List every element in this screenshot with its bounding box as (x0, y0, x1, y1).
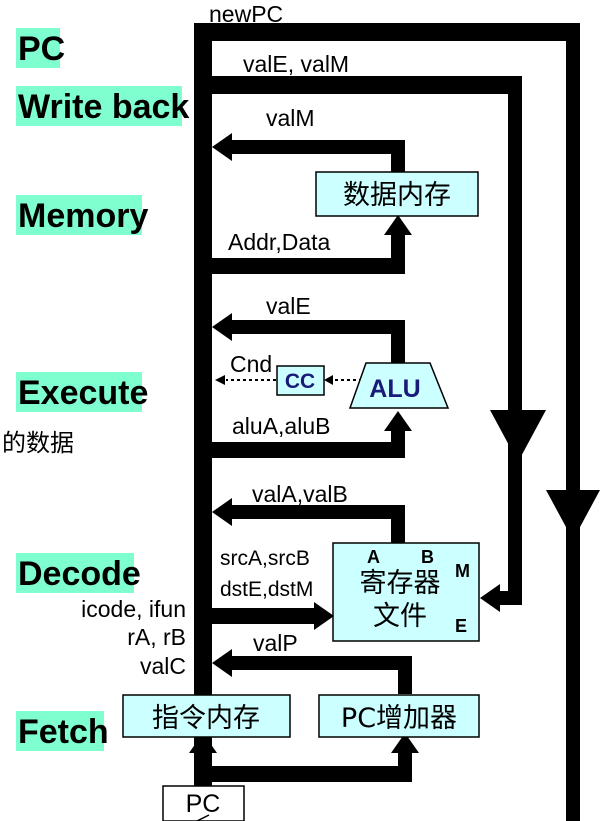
src-dst-wire (194, 608, 318, 624)
stage-label-fetch: Fetch (18, 713, 109, 751)
pc-incrementer-box (318, 694, 480, 738)
stage-label-pc: PC (18, 30, 65, 68)
data-memory-box (315, 171, 479, 217)
wire-label-vale-valm: valE, valM (243, 51, 349, 77)
cc-label: CC (285, 370, 315, 393)
pc-register-box (162, 785, 245, 821)
alu-block (348, 362, 450, 409)
alu-to-cc-arrowhead (324, 375, 333, 385)
pc-register-tick (196, 814, 210, 821)
register-port-b: B (421, 547, 434, 567)
wires (194, 23, 580, 821)
addr-data-wire-vertical (391, 230, 405, 274)
stage-label-bg-decode (16, 553, 134, 593)
valA-valB-wire-horizontal (228, 505, 405, 519)
instruction-memory-box (122, 694, 291, 738)
alu-input-wire-horizontal (194, 442, 405, 458)
stage-label-decode: Decode (18, 555, 141, 593)
newpc-top-wire (194, 23, 580, 41)
pc-incrementer-label: PC增加器 (341, 703, 457, 734)
valM-wire-horizontal (228, 140, 405, 154)
alu-label: ALU (369, 375, 420, 403)
arrowheads (189, 133, 600, 753)
register-file-label-line1: 寄存器 (360, 568, 441, 599)
valE-valM-down-triangle (490, 410, 546, 462)
valE-wire-horizontal (228, 320, 405, 334)
stage-label-bg-memory (16, 195, 142, 235)
register-port-m: M (455, 561, 470, 581)
valE-arrowhead (212, 313, 232, 341)
main-bus (194, 23, 212, 788)
wire-label-srca-srcb: srcA,srcB (220, 547, 310, 570)
wire-label-addr-data: Addr,Data (228, 229, 330, 255)
stage-label-write-back: Write back (18, 88, 189, 126)
stage-label-bg-fetch (16, 711, 104, 751)
pc-incrementer-arrowhead (391, 733, 419, 753)
wire-label-valp: valP (253, 630, 298, 656)
src-dst-arrowhead (314, 602, 334, 630)
addr-data-arrowhead (384, 215, 412, 235)
valE-valM-to-regfile-wire (498, 591, 522, 605)
wire-label-newpc: newPC (209, 1, 283, 27)
wire-label-dste-dstm: dstE,dstM (220, 578, 313, 601)
stage-label-memory: Memory (18, 197, 148, 235)
instruction-memory-arrowhead (189, 733, 217, 753)
pc-bottom-wire (194, 766, 412, 782)
valE-valM-right-wire (508, 76, 522, 605)
instruction-memory-label: 指令内存 (152, 703, 260, 734)
wire-label-icode-ifun: icode, ifun (81, 596, 186, 622)
alu-input-arrowhead (384, 411, 412, 431)
pc-to-incrementer-wire (398, 748, 412, 782)
valE-valM-to-regfile-arrowhead (480, 584, 500, 612)
data-memory-label: 数据内存 (343, 180, 451, 211)
valA-valB-arrowhead (212, 498, 232, 526)
cc-box (276, 365, 325, 396)
register-port-e: E (455, 616, 467, 636)
register-port-a: A (367, 547, 380, 567)
pc-register-label: PC (186, 790, 221, 818)
wire-label-vale: valE (266, 293, 311, 319)
wire-label-ra-rb: rA, rB (127, 624, 186, 650)
cnd-arrowhead (215, 375, 225, 385)
wire-label-vala-valb: valA,valB (252, 481, 348, 507)
stage-label-bg-writeback (16, 86, 182, 126)
newpc-down-triangle (546, 490, 600, 540)
wire-label-valm: valM (266, 105, 315, 131)
stage-label-bg-execute (16, 372, 142, 412)
wire-label-valc: valC (140, 653, 186, 679)
register-file-label-line2: 文件 (373, 601, 427, 632)
register-file-box (332, 542, 480, 642)
wire-label-cnd: Cnd (230, 351, 272, 377)
alu-input-wire-vertical (391, 426, 405, 458)
newpc-right-wire (566, 23, 580, 821)
side-text: 的数据 (2, 429, 74, 457)
valM-arrowhead (212, 133, 232, 161)
stage-label-execute: Execute (18, 374, 148, 412)
valP-wire-horizontal (228, 656, 412, 670)
wire-label-alua-alub: aluA,aluB (232, 413, 330, 439)
valP-arrowhead (212, 649, 232, 677)
addr-data-wire-horizontal (194, 258, 405, 274)
stage-label-bg-pc (16, 28, 60, 68)
valE-valM-top-wire (194, 76, 520, 94)
